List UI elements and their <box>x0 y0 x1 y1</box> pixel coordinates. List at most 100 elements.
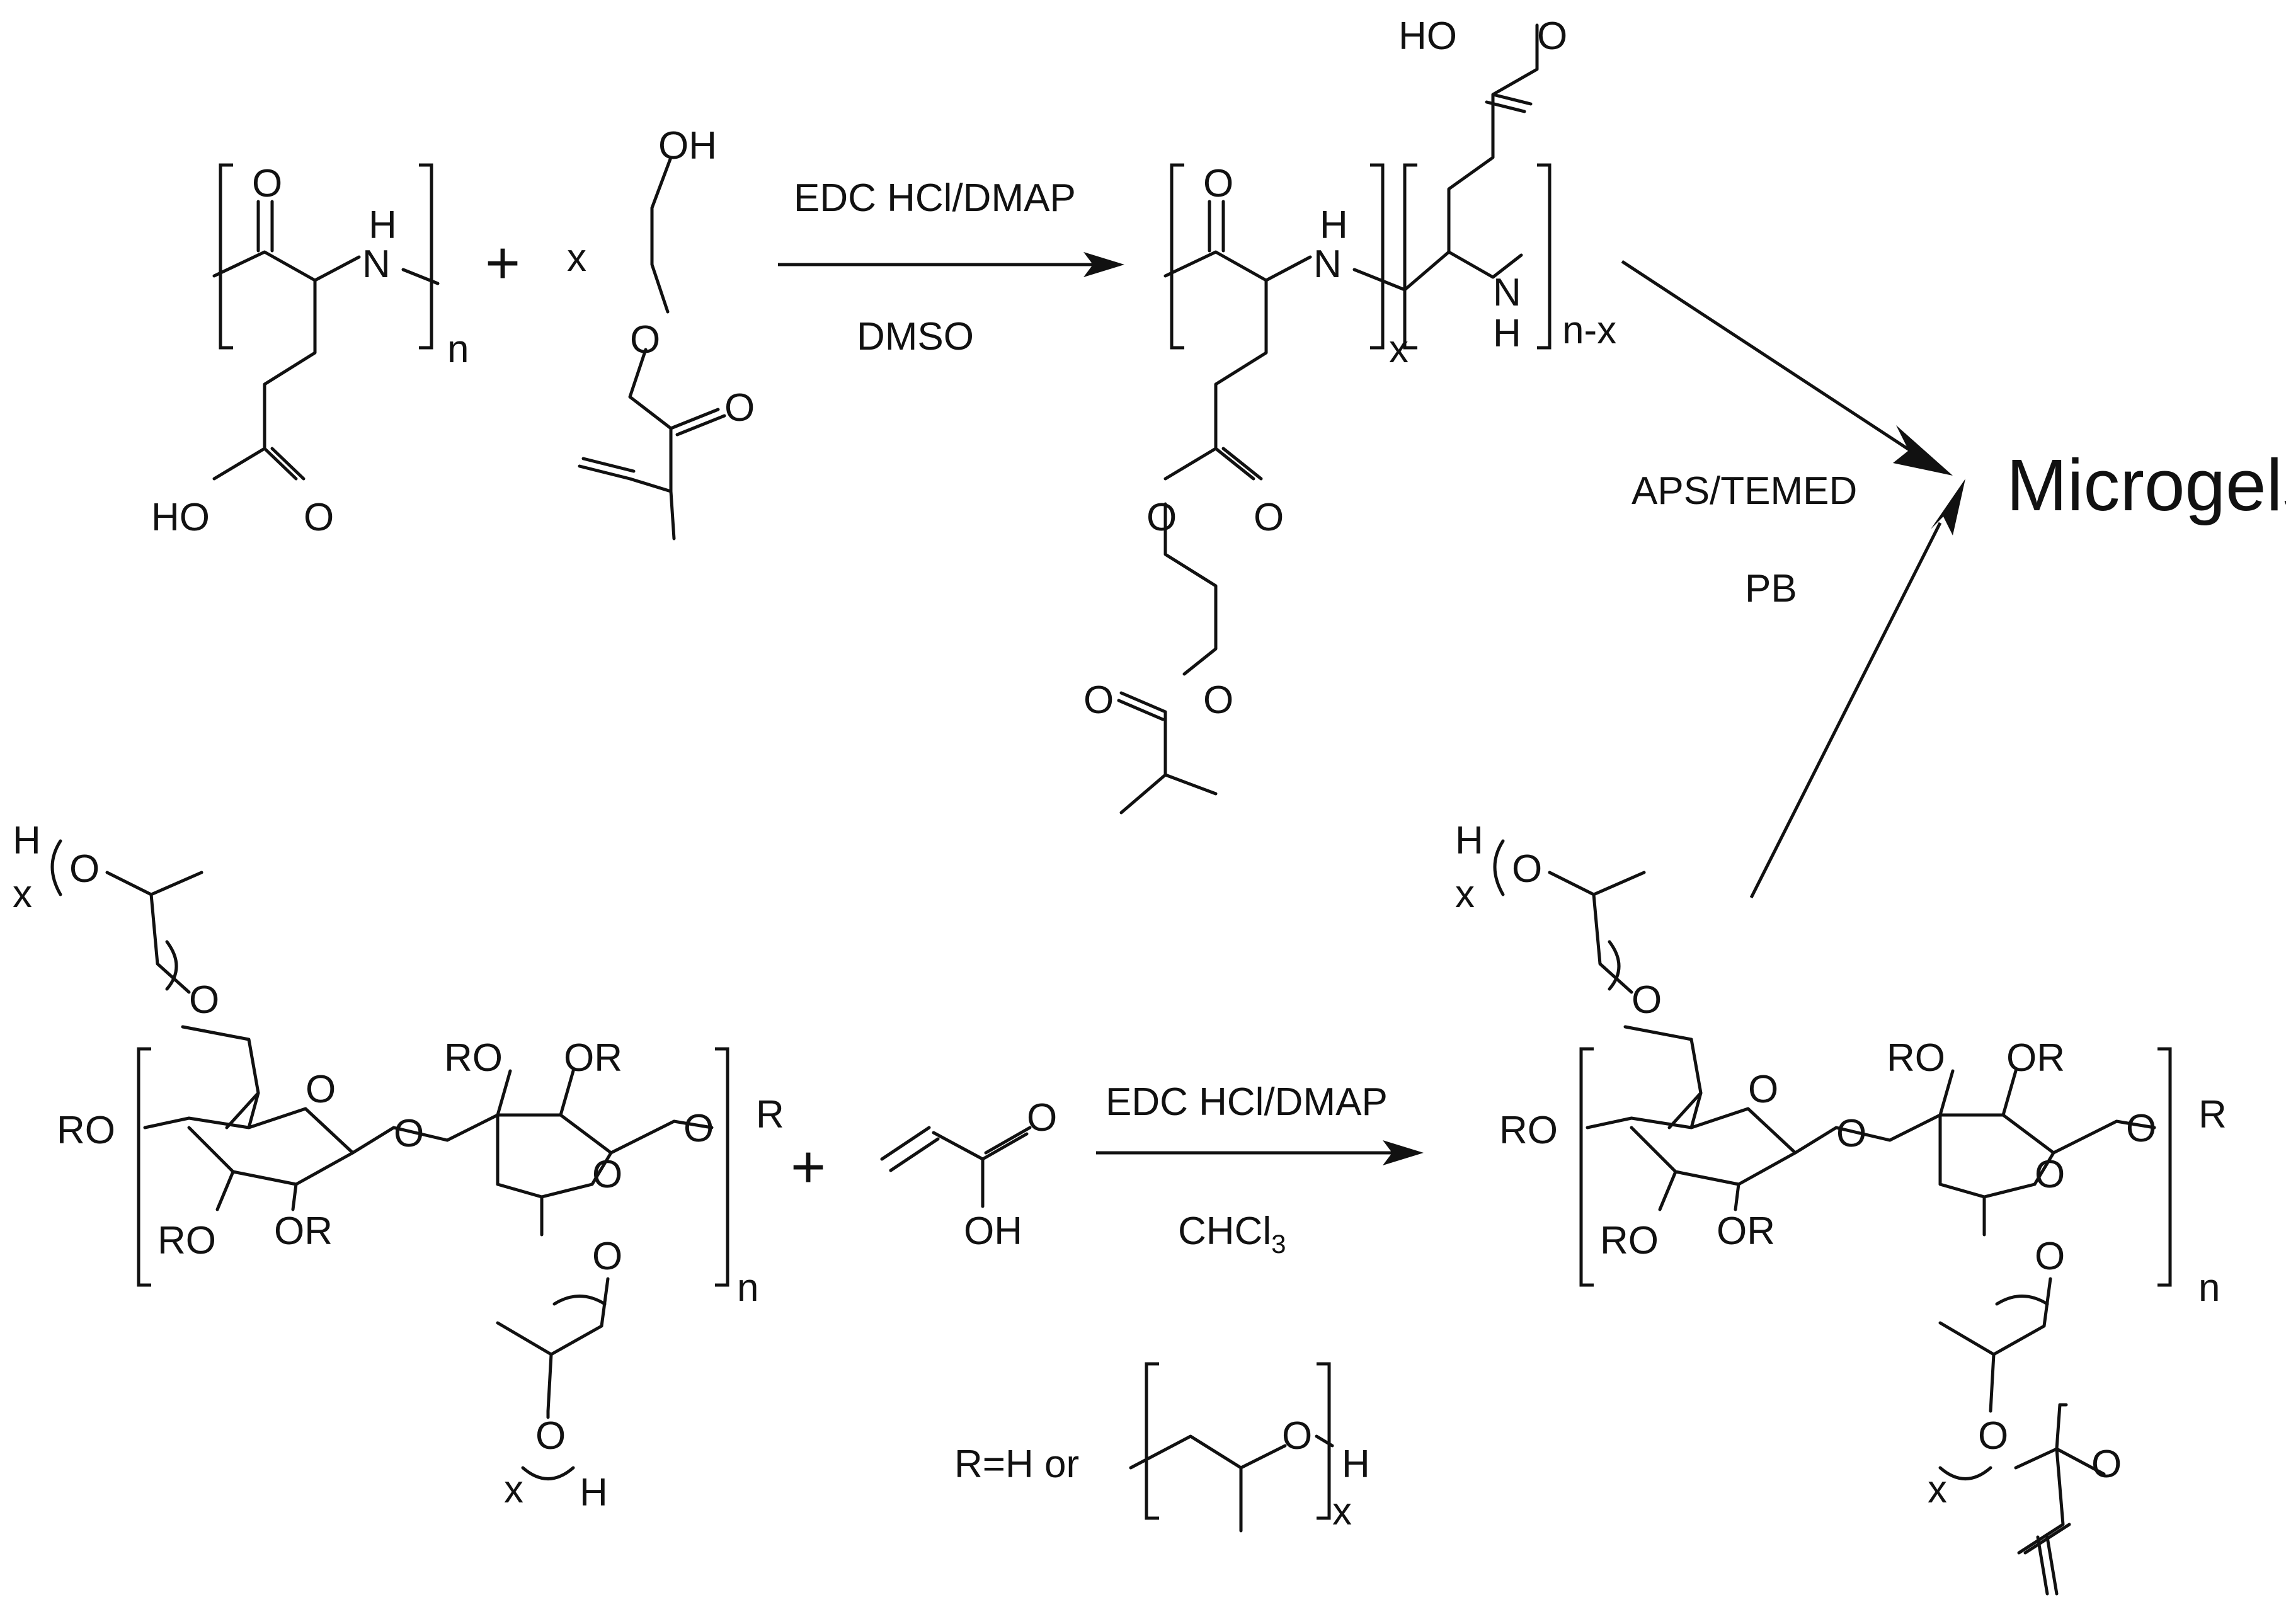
hema-equiv-x: x <box>567 236 586 280</box>
r-def-bracket-left <box>1145 1362 1159 1520</box>
prod1-ho: HO <box>1398 14 1457 58</box>
hpc-end-o: O <box>683 1107 714 1150</box>
pga-carboxyl-o: O <box>304 496 334 539</box>
prod2-bottom-bracket-arc <box>1938 1295 2049 1480</box>
prod1-bracket-nx-right <box>1537 163 1552 350</box>
product-microgels: Microgels <box>2006 444 2286 526</box>
r-def-bonds <box>1129 1434 1334 1533</box>
prod1-backbone <box>1163 23 1539 292</box>
hpc-bottom-o: O <box>535 1414 566 1458</box>
prod2-ring2 <box>1938 1069 2055 1237</box>
hpc-side-o: O <box>592 1235 622 1278</box>
hema-ester-o: O <box>630 318 660 362</box>
acrylic-acid: O OH <box>880 1096 1057 1253</box>
r-def-o: O <box>1282 1414 1312 1458</box>
prod1-ester-o1: O <box>1146 496 1177 539</box>
plus-bottom: + <box>791 1133 826 1201</box>
step2-reagent: EDC HCl/DMAP <box>1106 1080 1388 1124</box>
prod2-top-ester-o: O <box>1632 978 1662 1022</box>
prod2-linker <box>1793 1113 2156 1155</box>
prod1-nh2-h: H <box>1493 312 1521 355</box>
prod2-top-h: H <box>1455 819 1483 862</box>
hpc-top-h: H <box>13 819 41 862</box>
pga-bracket-left <box>219 163 233 350</box>
prod2-bracket-right <box>2157 1047 2172 1287</box>
prod1-bracket-x-left <box>1170 163 1184 350</box>
prod1-carbonyl <box>1208 200 1225 253</box>
prod2-n-sub: n <box>2198 1266 2220 1310</box>
hpc-bottom-bracket-arc <box>521 1295 607 1480</box>
hema-bonds <box>578 156 726 540</box>
hpc-end-r: R <box>756 1093 784 1136</box>
prod2-top-bracket-arc <box>1493 839 1621 991</box>
step1-arrow-head <box>1083 252 1124 277</box>
prod2-top-chain <box>1548 871 1703 1129</box>
prod2-end-o: O <box>2126 1107 2156 1150</box>
r-def-h: H <box>1342 1443 1370 1486</box>
prod1-bracket-x-right <box>1370 163 1385 350</box>
hpc-ro-bottom: RO <box>157 1219 216 1262</box>
step1-reagent: EDC HCl/DMAP <box>794 176 1076 220</box>
prod2-bottom-o: O <box>1978 1414 2008 1458</box>
step3-arrow-head-bottom <box>1931 479 1965 535</box>
prod2-acryl-o: O <box>2091 1443 2122 1486</box>
hpc-top-ester-o: O <box>189 978 219 1022</box>
prod2-glyco-o: O <box>1836 1112 1866 1155</box>
prod1-top-o: O <box>1537 14 1567 58</box>
aa-bonds <box>880 1126 1032 1208</box>
step2-arrow-head <box>1383 1140 1424 1165</box>
prod1-x-sub: x <box>1389 328 1409 371</box>
r-def-prefix: R=H or <box>954 1443 1079 1486</box>
hpc-ring2-o: O <box>592 1153 622 1196</box>
prod1-carbonyl-o2: O <box>1254 496 1284 539</box>
prod1-carbonyl-o3: O <box>1083 678 1114 722</box>
hpc-linker <box>351 1113 714 1155</box>
prod2-end-r: R <box>2198 1093 2227 1136</box>
hpc-n-sub: n <box>737 1266 758 1310</box>
prod2-ring1-o: O <box>1748 1068 1778 1111</box>
prod2-bottom-chain <box>1938 1277 2106 1555</box>
aa-oh: OH <box>964 1209 1022 1253</box>
pga-sidechain <box>212 278 317 481</box>
prod2-ro-top: RO <box>1887 1036 1945 1080</box>
prod1-sidechain <box>1117 278 1268 815</box>
hpc-top-o: O <box>69 847 100 891</box>
hpc-acrylate-product: H x O O n O RO RO OR O RO OR O O R O O x… <box>1455 819 2227 1596</box>
aa-carbonyl-o: O <box>1027 1096 1057 1140</box>
prod1-ester-o2: O <box>1203 678 1233 722</box>
hema-oh: OH <box>658 124 717 168</box>
pga-reactant: O H N n HO O <box>151 162 469 539</box>
prod1-nh1-h: H <box>1320 203 1348 247</box>
prod1-nh2-n: N <box>1493 271 1521 314</box>
pga-ho: HO <box>151 496 210 539</box>
prod1-nx-sub: n-x <box>1562 309 1616 352</box>
r-definition: R=H or O H x <box>954 1362 1370 1533</box>
hpc-bottom-h: H <box>580 1471 608 1514</box>
hpc-bottom-chain <box>496 1277 610 1419</box>
hpc-glyco-o: O <box>394 1112 424 1155</box>
plus-top: + <box>485 229 520 297</box>
prod2-acryl-vinyl <box>2036 1535 2059 1596</box>
step3-arrow-line-top <box>1621 260 1916 455</box>
prod2-bracket-left <box>1579 1047 1594 1287</box>
hpc-top-chain <box>105 871 260 1129</box>
pga-hema-product: O H N x N H n-x HO O O O O O <box>1083 14 1616 815</box>
prod2-ro-left: RO <box>1499 1109 1558 1152</box>
step2-solvent-sub: 3 <box>1271 1229 1286 1259</box>
step2-solvent-main: CHCl <box>1178 1209 1271 1253</box>
pga-nh-h: H <box>369 203 397 247</box>
hpc-top-bracket-arc <box>50 839 178 991</box>
pga-bracket-right <box>419 163 433 350</box>
hpc-bracket-right <box>715 1047 729 1287</box>
step1-arrow: EDC HCl/DMAP DMSO <box>778 176 1124 358</box>
prod2-ring1 <box>1586 1091 1797 1211</box>
prod2-ring2-o: O <box>2035 1153 2065 1196</box>
r-def-x: x <box>1332 1490 1352 1533</box>
step3-arrows: APS/TEMED PB Microgels <box>1621 260 2286 899</box>
step3-arrow-head-top <box>1893 425 1953 476</box>
r-def-bracket-right <box>1317 1362 1331 1520</box>
hpc-ro-top: RO <box>444 1036 503 1080</box>
pga-backbone <box>212 250 440 285</box>
hema-carbonyl-o: O <box>724 386 755 430</box>
hema-reactant: OH O O <box>578 124 755 540</box>
